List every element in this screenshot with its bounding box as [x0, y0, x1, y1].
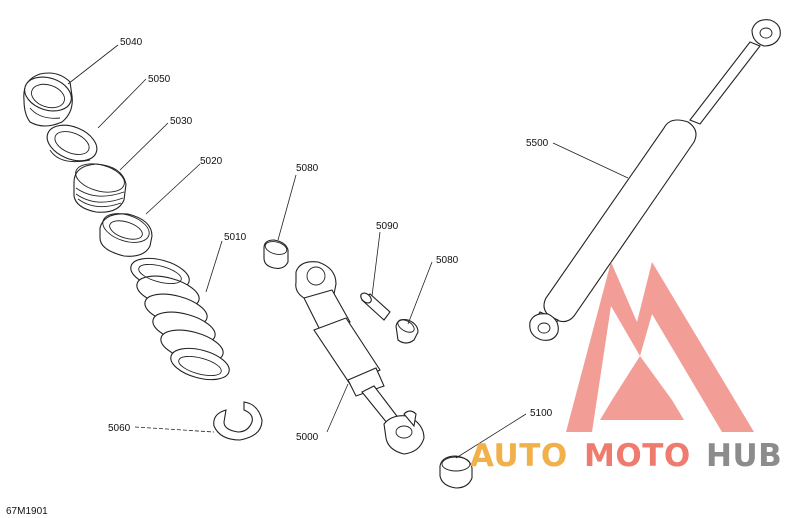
part-5010-spring	[130, 257, 230, 381]
callout-5000: 5000	[296, 432, 319, 443]
part-5060-collar	[213, 401, 263, 441]
watermark-hub: HUB	[706, 438, 782, 474]
part-5040-retainer	[23, 72, 73, 127]
part-5100-bushing	[439, 455, 473, 489]
watermark-text: AUTO MOTO HUB	[470, 438, 782, 474]
callout-5010: 5010	[224, 232, 247, 243]
callout-5500: 5500	[526, 138, 549, 149]
callout-5050: 5050	[148, 74, 171, 85]
part-5080-bushing-b	[395, 319, 419, 344]
part-5500-shock	[529, 19, 781, 341]
callout-5080-b: 5080	[436, 255, 459, 266]
watermark-auto: AUTO	[470, 438, 568, 474]
watermark-logo	[566, 262, 754, 432]
leader-lines	[67, 44, 629, 459]
callout-labels: 5040 5050 5030 5020 5010 5060 5080 5090 …	[6, 37, 553, 517]
callout-5060: 5060	[108, 423, 131, 434]
part-5090-sleeve	[360, 292, 391, 321]
watermark-moto: MOTO	[584, 438, 691, 474]
callout-5090: 5090	[376, 221, 399, 232]
callout-5030: 5030	[170, 116, 193, 127]
logo-mark	[566, 262, 754, 432]
callout-5080-a: 5080	[296, 163, 319, 174]
part-5000-shock	[295, 261, 425, 455]
part-5080-bushing-a	[263, 239, 289, 269]
part-5050-washer	[46, 124, 98, 163]
part-5020-lockring	[99, 213, 153, 257]
drawing-code: 67M1901	[6, 506, 48, 517]
callout-5100: 5100	[530, 408, 553, 419]
callout-5020: 5020	[200, 156, 223, 167]
callout-5040: 5040	[120, 37, 143, 48]
part-5030-ring	[73, 163, 127, 213]
